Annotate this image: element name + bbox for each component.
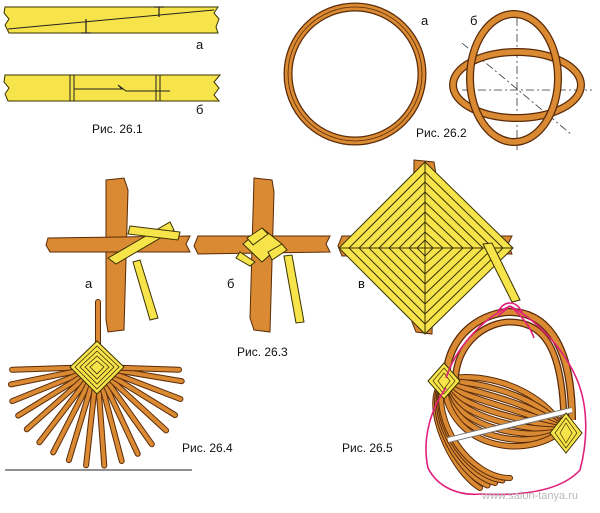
watermark: www.salon-tanya.ru <box>482 490 578 502</box>
fig-26-3-a-cross <box>45 177 191 333</box>
fig3-caption: Рис. 26.3 <box>237 345 288 359</box>
fig-26-5-basket <box>425 302 587 496</box>
fig3-label-v: в <box>358 276 365 291</box>
fig4-caption: Рис. 26.4 <box>182 441 233 455</box>
fig2-label-b: б <box>470 13 478 28</box>
fig-26-3-b-cross <box>193 177 331 333</box>
fig-26-2-hoop <box>283 2 427 146</box>
fig-26-4-weave <box>69 340 125 395</box>
fig-26-3-v-diamond <box>337 159 521 335</box>
basket-handle <box>442 307 576 421</box>
fig3-label-a: а <box>85 276 93 291</box>
fig-26-1-strip-a <box>3 6 220 34</box>
fig1-label-b: б <box>196 102 204 117</box>
fig5-caption: Рис. 26.5 <box>342 441 393 455</box>
basket-weave-right <box>549 412 583 454</box>
fig1-caption: Рис. 26.1 <box>92 122 143 136</box>
fig1-label-a: а <box>196 37 204 52</box>
basket-rope <box>425 302 587 496</box>
fig2-caption: Рис. 26.2 <box>416 126 467 140</box>
fig2-label-a: а <box>421 13 429 28</box>
fig3-label-b: б <box>227 276 235 291</box>
fig-26-1-strip-b <box>3 74 222 102</box>
basket-weave-left <box>427 362 461 400</box>
fig-26-2-double-hoop <box>449 10 592 150</box>
basket-rib <box>441 382 569 449</box>
